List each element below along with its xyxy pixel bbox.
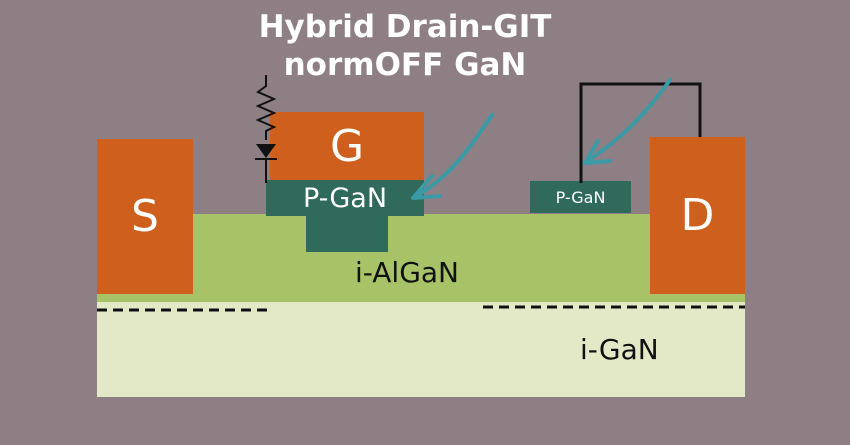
drain-electrode: D [650, 137, 745, 294]
gate-arrow-icon [413, 113, 494, 199]
p-gan-recess [306, 214, 388, 252]
gate-diode-icon [256, 144, 276, 158]
i-gan-layer [97, 302, 745, 397]
title-line-2: normOFF GaN [283, 47, 527, 83]
source-label: S [131, 191, 159, 242]
gate-resistor-icon [255, 75, 277, 140]
p-gan-gate-layer: P-GaN [266, 180, 424, 216]
i-algan-layer [97, 214, 745, 302]
drain-connection-wire [579, 82, 702, 183]
source-electrode: S [97, 139, 193, 294]
title-line-1: Hybrid Drain-GIT [258, 9, 552, 45]
diagram-title: Hybrid Drain-GIT normOFF GaN [205, 8, 605, 84]
algan-label: i-AlGaN [355, 256, 460, 289]
p-gan-drain-layer: P-GaN [530, 181, 631, 213]
drain-arrow-head [583, 139, 612, 165]
gate-electrode: G [270, 112, 424, 180]
p-gan-drain-label: P-GaN [555, 187, 606, 207]
drain-label: D [680, 190, 715, 241]
p-gan-gate-label: P-GaN [302, 182, 388, 214]
gan-label: i-GaN [580, 333, 659, 366]
drain-arrow-icon [584, 78, 672, 164]
gate-label: G [329, 120, 365, 172]
gate-arrow-head [411, 174, 442, 200]
